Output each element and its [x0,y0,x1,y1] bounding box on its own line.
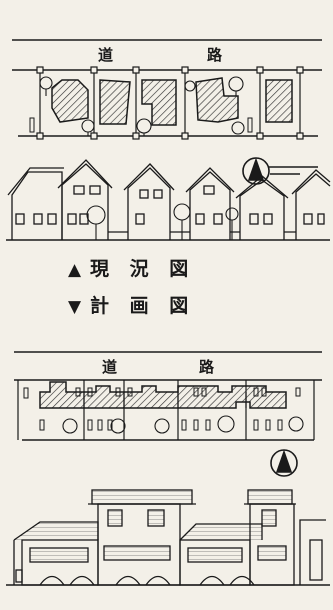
triangle-up-icon: ▲ [68,260,82,280]
legend-current: ▲ 現 況 図 [68,258,195,281]
road-label-bottom-2: 路 [196,359,220,375]
road-label-top-1: 道 [95,47,119,63]
legend-planned: ▼ 計 画 図 [68,295,195,318]
planned-site-plan [14,351,322,441]
planned-trees [62,415,304,434]
planned-townhouse-row [39,381,287,409]
north-arrow-icon [270,449,298,477]
existing-houses [51,77,293,126]
legend-current-label: 現 況 図 [90,258,196,280]
existing-site-plan [12,39,322,140]
road-label-bottom-1: 道 [99,359,123,375]
existing-streetscape [6,159,331,241]
legend-planned-label: 計 画 図 [90,295,196,317]
road-label-top-2: 路 [204,47,228,63]
existing-trees [39,76,245,136]
planned-streetscape [6,489,330,586]
triangle-down-icon: ▼ [68,297,82,317]
